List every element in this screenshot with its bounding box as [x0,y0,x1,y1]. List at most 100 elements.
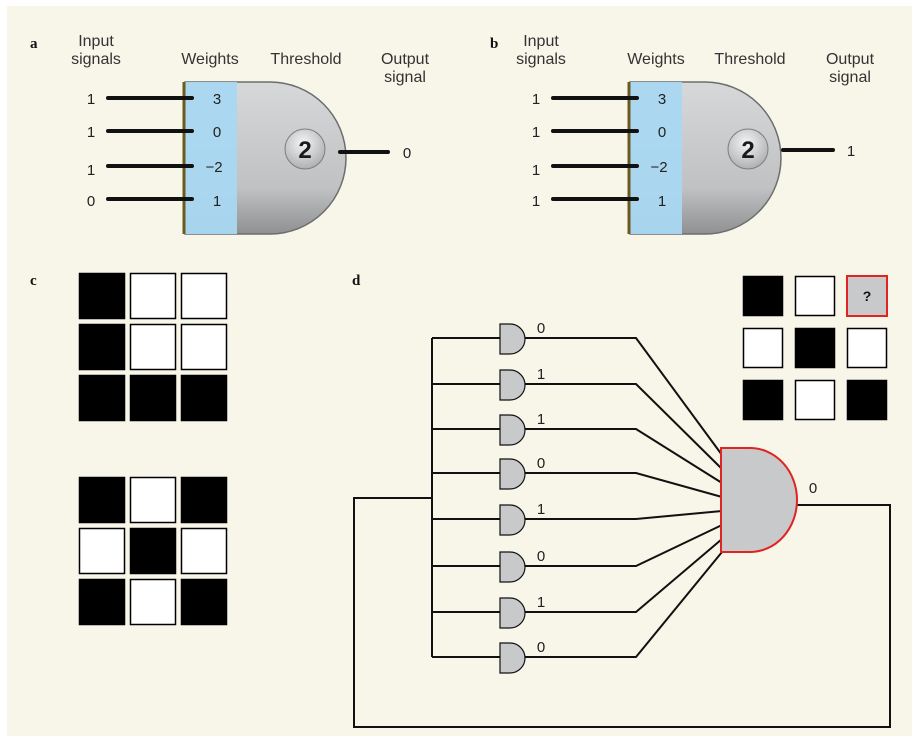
feedback-loop-wire [353,497,891,728]
panel-c-pattern-1 [78,272,228,422]
small-gate [499,551,526,583]
weights-label: Weights [627,51,685,68]
grid-cell-white [180,527,228,575]
input-signals-label-line1: Input [523,33,559,50]
weights-strip [185,82,237,234]
figure-background [7,6,912,736]
grid-cell-white [180,272,228,320]
grid-cell-white [129,476,177,524]
input-signals-label-line1: Input [78,33,114,50]
grid-cell-black [742,275,784,317]
grid-cell-white [742,327,784,369]
grid-cell-black [180,476,228,524]
panel-a: Input signals Weights Threshold Output s… [71,33,430,235]
grid-cell-black [742,379,784,421]
small-gate [499,504,526,536]
small-gate [499,458,526,490]
grid-cell-white [129,272,177,320]
panel-letter-c: c [30,273,37,289]
small-gate [499,597,526,629]
output-signal-label-line2: signal [384,69,426,86]
weight-value: 1 [213,193,221,210]
grid-cell-black [129,374,177,422]
grid-cell-black [846,379,888,421]
gate-output-wire [525,510,723,520]
output-value: 0 [403,145,411,162]
input-value: 1 [532,124,540,141]
threshold-value: 2 [298,137,311,164]
threshold-label: Threshold [270,51,341,68]
gate-output-wire [525,524,723,567]
panel-d-pattern: ? [742,275,888,421]
final-output-value: 0 [809,480,817,497]
weight-value: −2 [650,159,667,176]
weight-value: 0 [658,124,666,141]
grid-cell-black [78,272,126,320]
grid-cell-white [846,327,888,369]
grid-cell-unknown [846,275,888,317]
grid-cell-black [180,578,228,626]
input-value: 1 [532,193,540,210]
threshold-circle [284,128,326,170]
gate-output-value: 1 [537,501,545,518]
input-value: 1 [532,91,540,108]
weights-label: Weights [181,51,239,68]
weight-value: −2 [205,159,222,176]
grid-cell-white [794,379,836,421]
small-gate [499,323,526,355]
grid-cell-black [794,327,836,369]
gate-output-value: 0 [537,455,545,472]
output-signal-label-line1: Output [826,51,875,68]
output-signal-label-line2: signal [829,69,871,86]
input-value: 1 [87,162,95,179]
gate-output-wire [525,472,723,498]
grid-cell-black [78,323,126,371]
small-gate [499,414,526,446]
threshold-circle [727,128,769,170]
gate-output-wire [525,337,723,456]
gate-output-value: 1 [537,594,545,611]
panel-letter-d: d [352,273,361,289]
panel-letter-b: b [490,36,498,52]
weight-value: 3 [658,91,666,108]
gate-output-value: 0 [537,639,545,656]
input-value: 1 [532,162,540,179]
input-signals-label-line2: signals [516,51,566,68]
input-signals-label-line2: signals [71,51,121,68]
output-gate [720,447,798,553]
small-gate [499,642,526,674]
grid-cell-white [78,527,126,575]
gate-output-wire [525,428,723,484]
input-value: 1 [87,124,95,141]
grid-cell-black [78,374,126,422]
grid-cell-white [180,323,228,371]
output-signal-label-line1: Output [381,51,430,68]
grid-cell-black [78,578,126,626]
input-value: 1 [87,91,95,108]
output-value: 1 [847,143,855,160]
panel-letter-a: a [30,36,38,52]
weight-value: 0 [213,124,221,141]
grid-cell-white [794,275,836,317]
input-value: 0 [87,193,95,210]
gate-output-value: 1 [537,366,545,383]
small-gate [499,369,526,401]
grid-cell-black [129,527,177,575]
gate-output-wire [525,551,723,658]
gate-output-wire [525,383,723,470]
grid-cell-black [180,374,228,422]
gate-output-wire [525,538,723,613]
gate-output-value: 1 [537,411,545,428]
weight-value: 3 [213,91,221,108]
grid-cell-white [129,578,177,626]
panel-c-pattern-2 [78,476,228,626]
weights-strip [630,82,682,234]
gate-output-value: 0 [537,548,545,565]
weight-value: 1 [658,193,666,210]
panel-b: Input signals Weights Threshold Output s… [516,33,875,235]
grid-cell-black [78,476,126,524]
